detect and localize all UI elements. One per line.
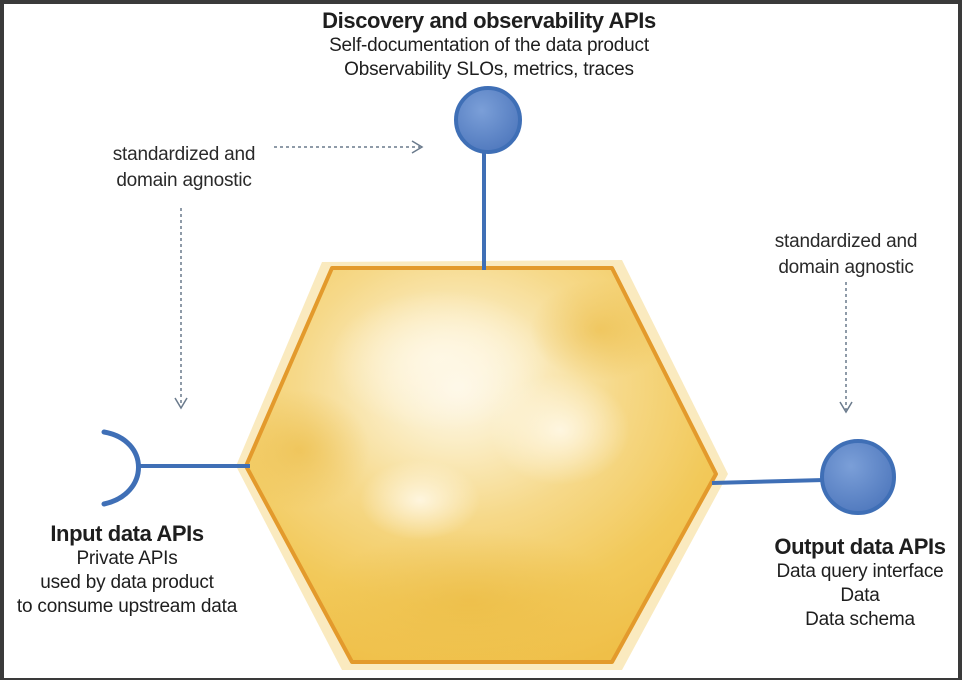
output-stick (711, 478, 825, 485)
output-api-ball-icon (820, 439, 896, 515)
discovery-api-line-1: Self-documentation of the data product (329, 35, 649, 56)
discovery-api-connector (454, 86, 522, 270)
discovery-api-line-2: Observability SLOs, metrics, traces (344, 59, 634, 80)
input-api-line-3: to consume upstream data (16, 596, 238, 617)
note-arrows (174, 140, 853, 414)
input-api-connector (101, 429, 250, 507)
arrow-to-output-head-icon (839, 401, 853, 414)
input-api-line-1: Private APIs (76, 548, 178, 569)
arrow-to-discovery-head-icon (411, 140, 424, 154)
input-api-line-2: used by data product (40, 572, 214, 593)
input-api-socket-icon (101, 429, 141, 507)
discovery-api-title: Discovery and observability APIs (322, 8, 656, 33)
note-left-line-2: domain agnostic (116, 170, 252, 191)
note-standardized-right: standardized and domain agnostic (746, 229, 946, 281)
discovery-api-label: Discovery and observability APIs Self-do… (289, 8, 689, 82)
output-api-connector (711, 439, 896, 515)
input-api-label: Input data APIs Private APIs used by dat… (0, 521, 254, 619)
note-right-line-2: domain agnostic (778, 257, 914, 278)
output-api-line-1: Data query interface (776, 561, 944, 582)
note-standardized-left: standardized and domain agnostic (84, 142, 284, 194)
output-api-title: Output data APIs (774, 534, 946, 559)
output-api-line-2: Data (840, 585, 880, 606)
hexagon-texture (246, 280, 670, 662)
input-api-title: Input data APIs (50, 521, 204, 546)
note-right-line-1: standardized and (774, 231, 918, 252)
arrow-to-input-head-icon (174, 397, 188, 410)
discovery-api-ball-icon (454, 86, 522, 154)
output-api-label: Output data APIs Data query interface Da… (760, 534, 960, 632)
output-api-line-3: Data schema (805, 609, 915, 630)
note-left-line-1: standardized and (112, 144, 256, 165)
data-product-hexagon (236, 260, 728, 670)
